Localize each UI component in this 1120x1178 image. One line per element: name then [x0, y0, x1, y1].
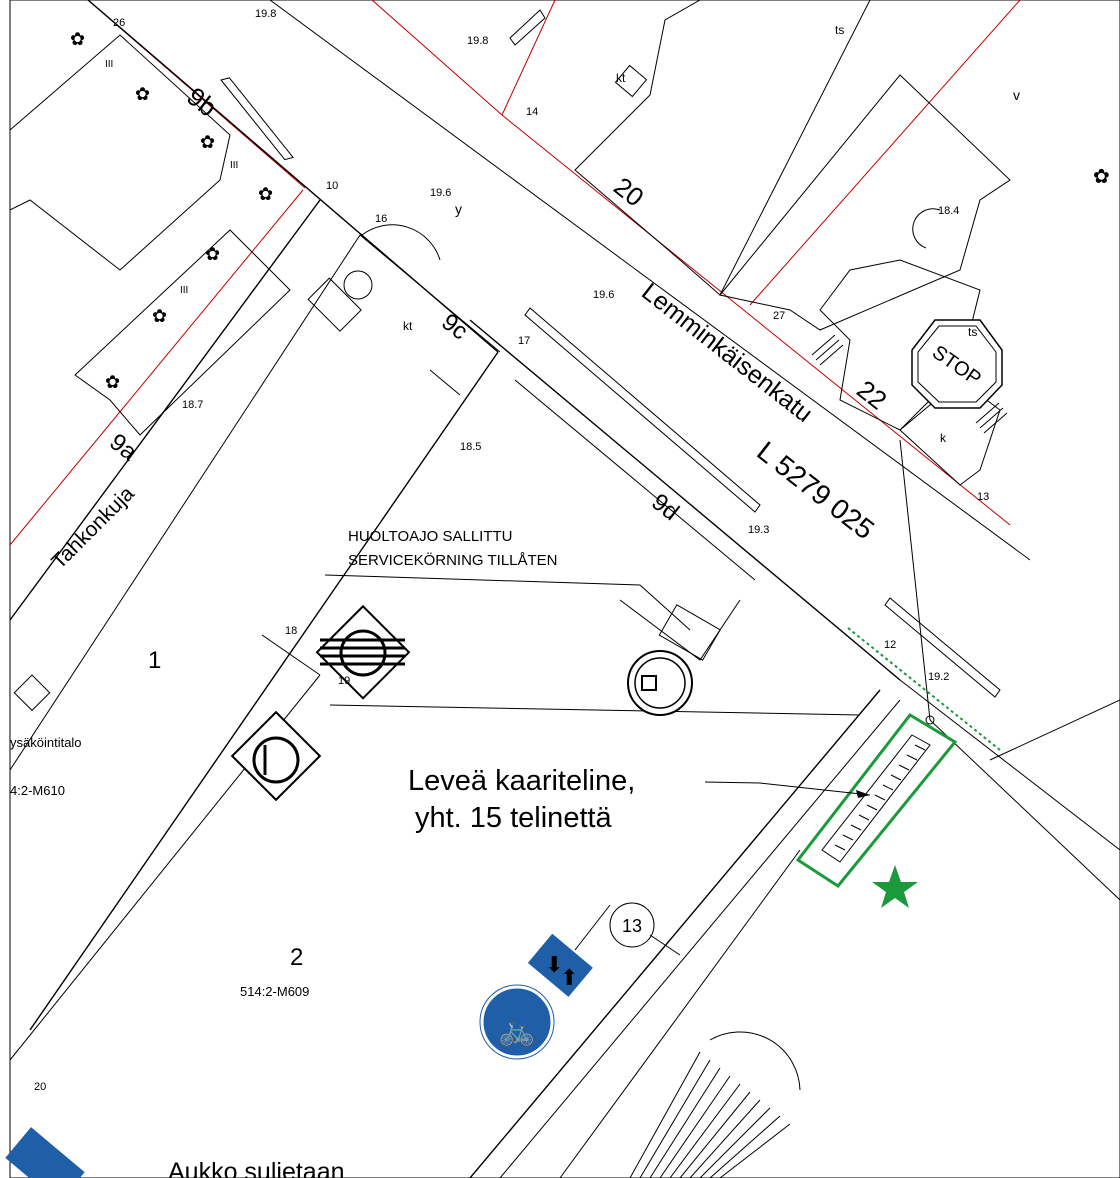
lot-name: ysäköintitalo	[10, 735, 82, 750]
stairs	[811, 334, 1008, 434]
block-label: 22	[851, 374, 892, 415]
elevation: 19.6	[430, 187, 451, 199]
svg-text:⬇: ⬇	[545, 952, 563, 977]
map-mark: v	[1013, 87, 1020, 103]
map-mark: III	[230, 160, 238, 171]
rack-pointer	[704, 781, 871, 796]
parcel-number: 13	[977, 491, 989, 503]
map-frame	[9, 0, 1120, 1178]
map-mark: kt	[403, 319, 413, 333]
tree-icon: ✿	[205, 244, 220, 264]
parcel-number: 27	[773, 310, 785, 322]
parcel-number: 16	[375, 213, 387, 225]
lot-label: 1	[148, 647, 161, 674]
priority-lanes-sign-icon: ⬇ ⬆	[525, 930, 596, 1000]
elevation: 18.4	[938, 205, 959, 217]
tree-icon: ✿	[258, 184, 273, 204]
map-mark: ts	[835, 23, 844, 37]
service-note-line2: SERVICEKÖRNING TILLÅTEN	[348, 551, 558, 569]
parcel-number: 17	[518, 335, 530, 347]
parcel-number: 18	[285, 625, 297, 637]
map-mark: y	[455, 201, 462, 217]
tree-icons: ✿ ✿ ✿ ✿ ✿ ✿ ✿	[70, 29, 273, 392]
rack-ticks	[834, 744, 926, 851]
elevation: 19.8	[255, 8, 276, 20]
no-parking-sign-icon	[627, 650, 693, 716]
service-note-line1: HUOLTOAJO SALLITTU	[348, 528, 512, 545]
cycle-path-sign-icon: 🚲	[479, 984, 555, 1060]
property-lines	[9, 0, 1021, 546]
stop-sign-icon: STOP	[911, 319, 1003, 409]
elevation: 19.2	[928, 671, 949, 683]
tree-icon: ✿	[70, 29, 85, 49]
svg-text:🚲: 🚲	[498, 1014, 535, 1047]
svg-text:⬆: ⬆	[560, 965, 578, 990]
elevation: 19.6	[593, 289, 614, 301]
lot-label: 2	[290, 944, 303, 971]
parcel-number: 14	[526, 106, 538, 118]
callout-circle	[609, 902, 655, 948]
map-mark: III	[105, 59, 113, 70]
parcel-number: 10	[326, 180, 338, 192]
map-mark: kt	[616, 71, 626, 85]
elevation: 18.5	[460, 441, 481, 453]
no-entry-sign-icon	[230, 710, 322, 802]
rack-note-line1: Leveä kaariteline,	[408, 765, 635, 797]
callout-number: 13	[622, 916, 642, 936]
parcel-number: 19	[338, 675, 350, 687]
parcel-number: 26	[113, 17, 125, 29]
map-mark: ts	[968, 325, 977, 339]
closing-note: Aukko suljetaan	[168, 1158, 345, 1178]
tree-icon: ✿	[152, 306, 167, 326]
tree-icon: ✿	[105, 372, 120, 392]
tree-icon: ✿	[200, 132, 215, 152]
green-marker-icon: ✿	[1093, 166, 1110, 188]
block-label: 9a	[104, 428, 142, 466]
block-label: 9c	[436, 308, 473, 345]
no-stopping-sign-icon	[315, 604, 411, 700]
star-icon	[872, 865, 918, 908]
block-label: 9b	[181, 81, 222, 122]
reference-code: L 5279 025	[751, 435, 880, 545]
elevation: 19.3	[748, 524, 769, 536]
crosswalk-hatch	[629, 1031, 801, 1178]
street-name-side: Tahkonkuja	[47, 482, 139, 574]
bike-rack-highlight	[795, 627, 1001, 888]
street-edges	[9, 0, 1120, 1178]
parcel-number: 12	[884, 639, 896, 651]
rack-note-line2: yht. 15 telinettä	[415, 802, 613, 834]
map-mark: III	[180, 285, 188, 296]
street-name-main: Lemminkäisenkatu	[636, 278, 817, 428]
lot-code: 514:2-M609	[240, 984, 309, 999]
lot-code: 4:2-M610	[10, 783, 65, 798]
elevation: 18.7	[182, 399, 203, 411]
map-mark: k	[940, 431, 947, 445]
elevation: 19.8	[467, 35, 488, 47]
tree-icon: ✿	[135, 84, 150, 104]
parcel-number: 20	[34, 1081, 46, 1093]
road-strips	[220, 77, 1001, 698]
bottom-left-blue-sign-icon	[5, 1127, 85, 1178]
